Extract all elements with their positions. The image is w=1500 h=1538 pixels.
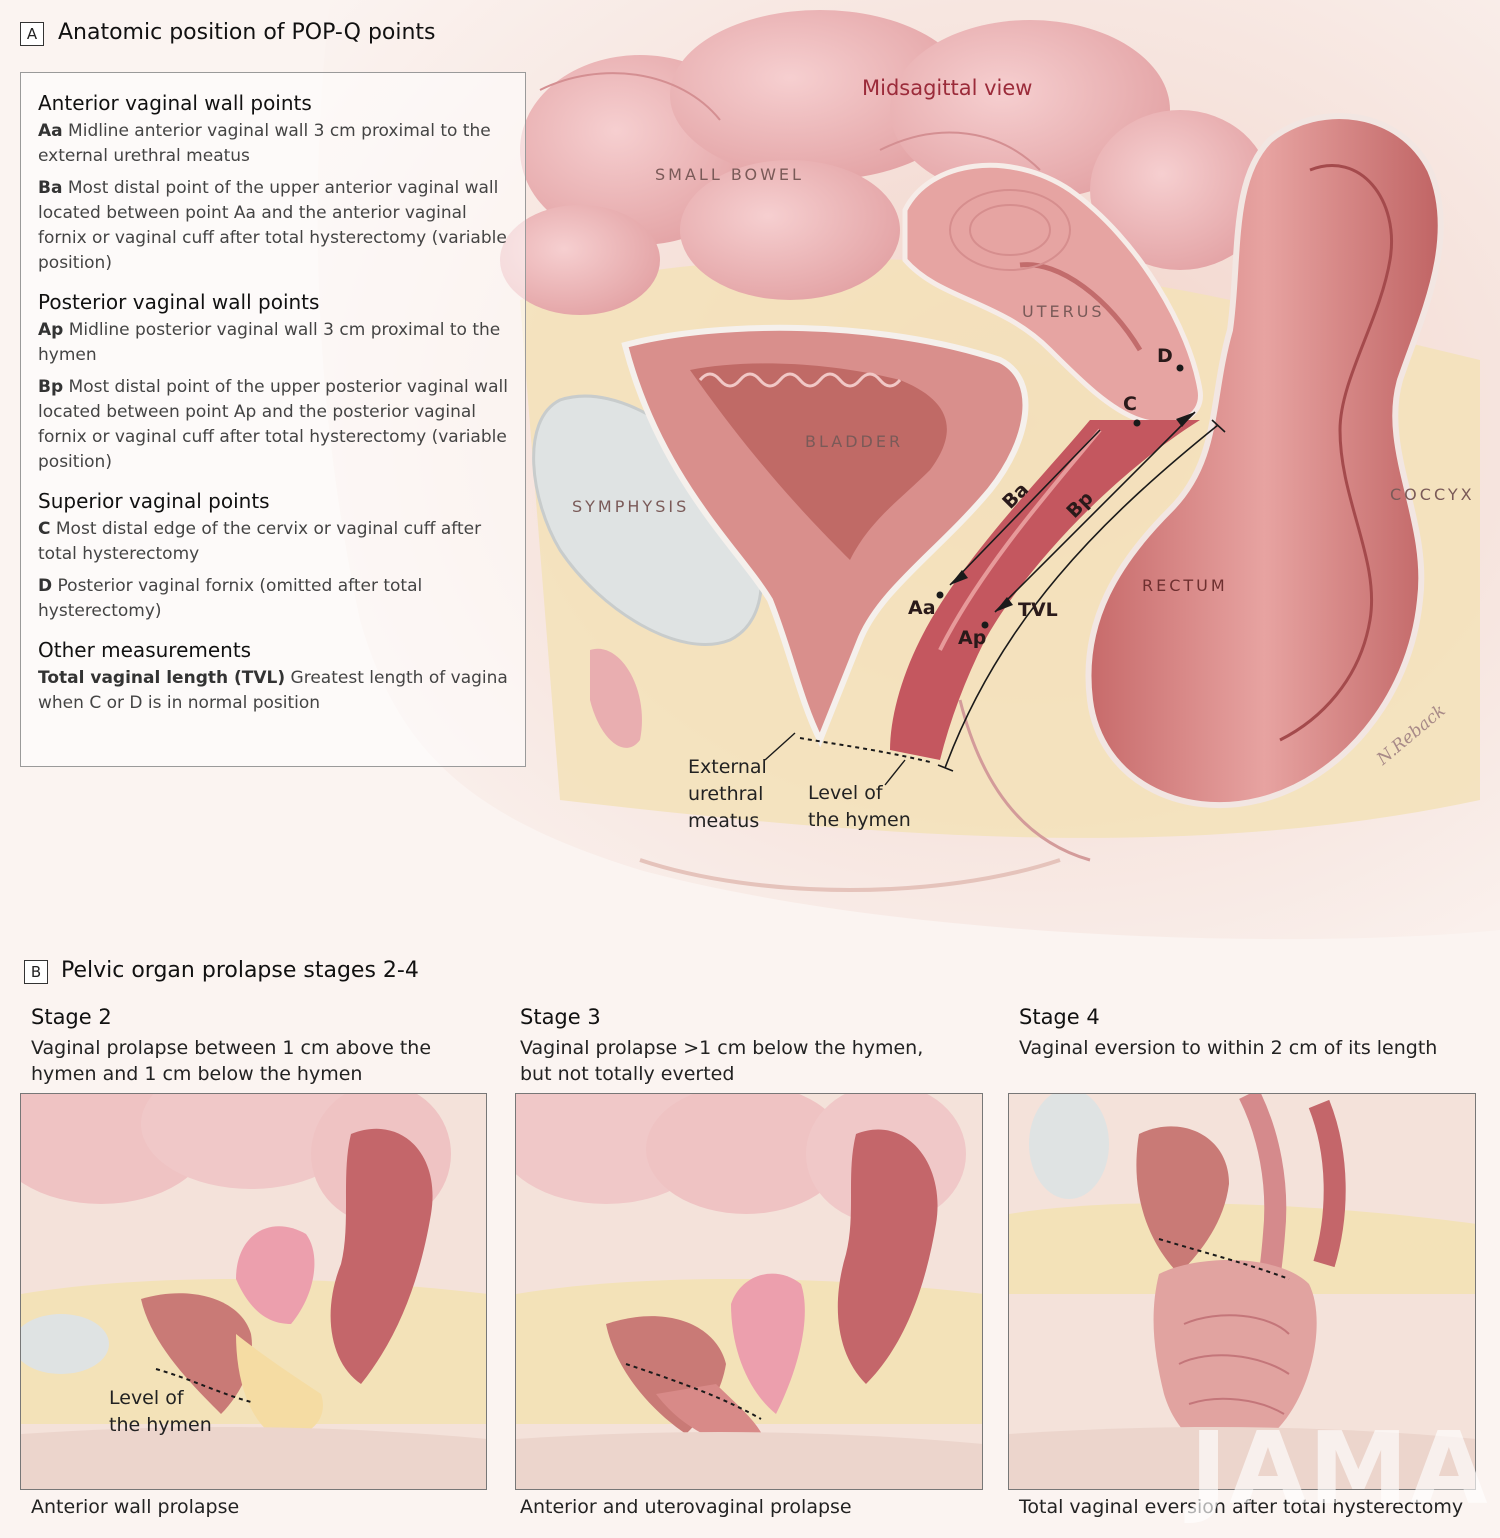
vaginal-canal-shape	[890, 420, 1200, 760]
legend-entry: Ba Most distal point of the upper anteri…	[38, 176, 509, 276]
stage-2-hymen-label: Level of the hymen	[109, 1387, 212, 1436]
small-bowel-shape	[500, 10, 1270, 315]
popq-markers	[764, 364, 1226, 786]
legend-entry-text: Posterior vaginal fornix (omitted after …	[38, 576, 423, 621]
label-uterus: UTERUS	[1022, 302, 1105, 321]
point-aa-label: Aa	[908, 597, 936, 619]
legend-group-heading: Superior vaginal points	[38, 489, 270, 513]
label-small-bowel: SMALL BOWEL	[655, 165, 804, 184]
legend-group-heading: Posterior vaginal wall points	[38, 290, 320, 314]
label-coccyx: COCCYX	[1390, 485, 1475, 504]
label-rectum: RECTUM	[1142, 576, 1228, 595]
legend-group-heading: Anterior vaginal wall points	[38, 91, 312, 115]
panel-a-title: Anatomic position of POP-Q points	[58, 20, 436, 45]
legend-entry-key: C	[38, 519, 51, 539]
point-ap-dot	[981, 621, 989, 629]
point-d-dot	[1176, 364, 1184, 372]
label-symphysis: SYMPHYSIS	[572, 497, 690, 516]
stage-4-illustration	[1008, 1093, 1476, 1490]
stage-2-caption: Anterior wall prolapse	[31, 1496, 240, 1518]
stage-3-hymen-line	[625, 1363, 762, 1420]
stage-3-caption: Anterior and uterovaginal prolapse	[520, 1496, 852, 1518]
stage-2-title: Stage 2	[31, 1005, 112, 1029]
point-c-label: C	[1123, 393, 1137, 415]
legend-entry-text: Midline anterior vaginal wall 3 cm proxi…	[38, 121, 491, 166]
stage-3-illustration	[515, 1093, 983, 1490]
legend-entry: C Most distal edge of the cervix or vagi…	[38, 517, 509, 567]
panel-b-letter: B	[24, 960, 48, 984]
midsagittal-illustration	[317, 0, 1500, 940]
point-aa-dot	[936, 591, 944, 599]
legend-entry-key: D	[38, 576, 53, 596]
bladder-shape	[621, 324, 1029, 748]
legend-entry-text: Most distal point of the upper posterior…	[38, 377, 508, 472]
stage-4-title: Stage 4	[1019, 1005, 1100, 1029]
jama-watermark: JAMA	[1190, 1410, 1490, 1527]
view-label: Midsagittal view	[862, 76, 1033, 100]
stage-3-title: Stage 3	[520, 1005, 601, 1029]
panel-a-letter: A	[20, 22, 44, 46]
rectum-shape	[1085, 113, 1444, 809]
tvl-label: TVL	[1018, 599, 1058, 621]
point-d-label: D	[1157, 345, 1173, 367]
legend-entry: Aa Midline anterior vaginal wall 3 cm pr…	[38, 119, 509, 169]
uterus-shape	[902, 162, 1203, 427]
legend-entry-key: Bp	[38, 377, 64, 397]
legend-entry-key: Aa	[38, 121, 63, 141]
legend-entry: Ap Midline posterior vaginal wall 3 cm p…	[38, 318, 509, 368]
stage-4-caption: Total vaginal eversion after total hyste…	[1019, 1496, 1464, 1518]
legend-entry: D Posterior vaginal fornix (omitted afte…	[38, 574, 509, 624]
legend-entry: Bp Most distal point of the upper poster…	[38, 375, 509, 475]
stage-2-hymen-line	[155, 1368, 252, 1403]
stage-4-description: Vaginal eversion to within 2 cm of its l…	[1019, 1037, 1438, 1059]
legend-entry-key: Total vaginal length (TVL)	[38, 668, 286, 688]
point-c-dot	[1133, 419, 1141, 427]
legend-entry-text: Most distal point of the upper anterior …	[38, 178, 507, 273]
legend-entry-key: Ba	[38, 178, 63, 198]
callout-urethral-meatus: External urethral meatus	[688, 756, 767, 832]
stage-3-description: Vaginal prolapse >1 cm below the hymen, …	[520, 1037, 924, 1085]
legend-entry-text: Midline posterior vaginal wall 3 cm prox…	[38, 320, 501, 365]
legend-entry-key: Ap	[38, 320, 64, 340]
callout-hymen-level: Level of the hymen	[808, 782, 911, 831]
stage-4-hymen-line	[1158, 1238, 1290, 1280]
legend-entry-text: Most distal edge of the cervix or vagina…	[38, 519, 482, 564]
stage-2-description: Vaginal prolapse between 1 cm above the …	[31, 1037, 432, 1085]
stage-2-illustration: Level of the hymen	[20, 1093, 487, 1490]
legend-entry-text: Greatest length of vagina when C or D is…	[38, 668, 508, 713]
panel-b-title: Pelvic organ prolapse stages 2-4	[61, 958, 419, 983]
point-ap-label: Ap	[958, 627, 987, 649]
legend-group-heading: Other measurements	[38, 638, 252, 662]
label-bladder: BLADDER	[805, 432, 904, 451]
legend-entry: Total vaginal length (TVL) Greatest leng…	[38, 666, 509, 716]
